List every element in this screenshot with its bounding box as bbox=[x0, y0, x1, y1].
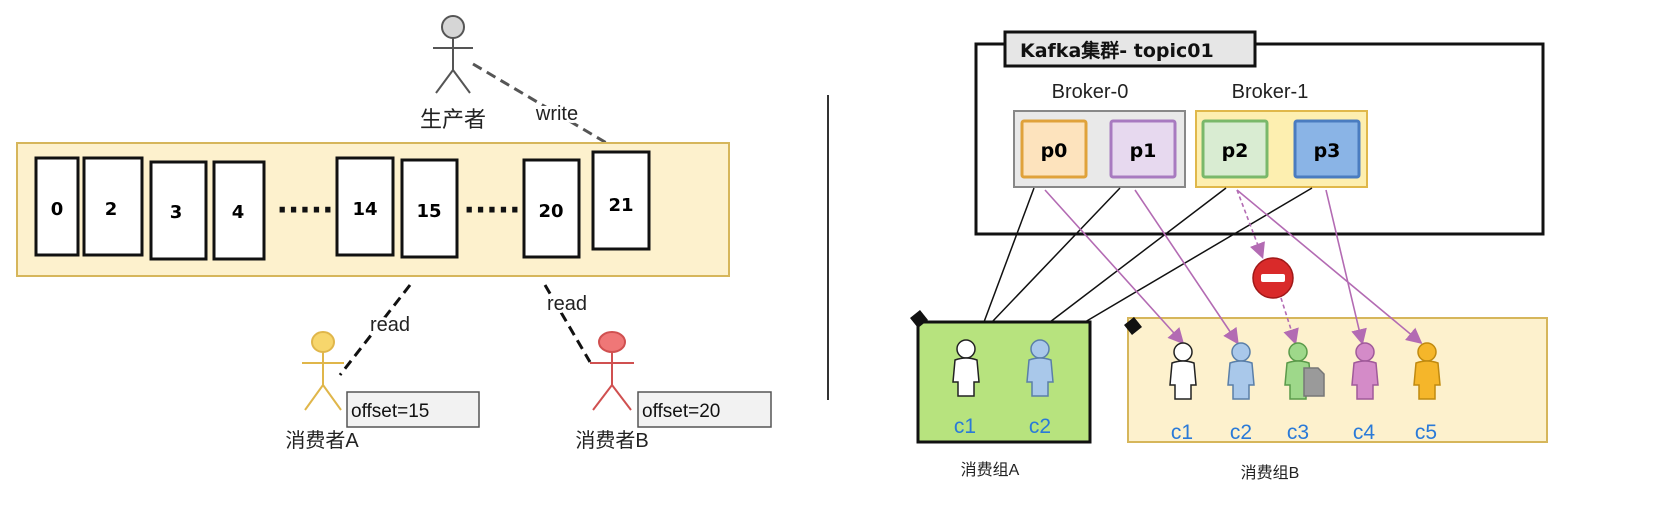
svg-text:p3: p3 bbox=[1314, 140, 1341, 162]
svg-text:20: 20 bbox=[538, 201, 563, 222]
svg-text:21: 21 bbox=[608, 195, 633, 216]
right-panel: Kafka集群- topic01 Broker-0 Broker-1 p0 p1… bbox=[910, 30, 1548, 482]
svg-text:3: 3 bbox=[170, 202, 183, 223]
write-label: write bbox=[535, 103, 578, 125]
svg-text:15: 15 bbox=[416, 201, 441, 222]
offset-box-a bbox=[346, 391, 480, 428]
cell-3: 3 bbox=[149, 160, 208, 261]
group-a-connections bbox=[983, 187, 1313, 323]
partition-p3: p3 bbox=[1293, 119, 1361, 179]
offset-a: offset=15 bbox=[351, 401, 429, 422]
svg-text:p2: p2 bbox=[1222, 140, 1249, 162]
ellipsis-1: ····· bbox=[277, 193, 334, 228]
group-a-pin-icon bbox=[910, 310, 928, 328]
cell-14: 14 bbox=[335, 156, 395, 257]
group-b-consumer-c5-icon bbox=[1413, 342, 1441, 400]
partition-p2: p2 bbox=[1201, 119, 1269, 179]
cell-21: 21 bbox=[591, 150, 651, 251]
cell-20: 20 bbox=[522, 158, 581, 259]
read-label-a: read bbox=[370, 314, 410, 336]
group-b-consumer-c2-icon bbox=[1227, 342, 1255, 400]
partition-p0: p0 bbox=[1020, 119, 1088, 179]
group-a-box bbox=[916, 320, 1092, 444]
producer-label: 生产者 bbox=[420, 107, 486, 132]
group-b-consumer-c1-label: c1 bbox=[1171, 421, 1193, 444]
consumer-a-actor bbox=[302, 331, 344, 411]
group-b-consumer-c4-icon bbox=[1351, 342, 1379, 400]
svg-text:14: 14 bbox=[352, 199, 377, 220]
group-b-box bbox=[1127, 317, 1548, 443]
group-b-consumer-c3-label: c3 bbox=[1287, 421, 1309, 444]
group-b-consumer-c5-label: c5 bbox=[1415, 421, 1437, 444]
left-panel: 生产者 write 0 2 3 4 ····· 14 15 bbox=[16, 15, 772, 452]
no-entry-icon bbox=[1252, 257, 1294, 299]
group-a-consumer-c1-icon bbox=[952, 339, 980, 397]
consumer-a-label: 消费者A bbox=[285, 429, 359, 452]
group-b-consumer-c2-label: c2 bbox=[1230, 421, 1252, 444]
cell-2: 2 bbox=[82, 156, 144, 257]
group-b-pin-icon bbox=[1124, 317, 1142, 335]
group-b-consumer-c3-icon bbox=[1284, 342, 1325, 400]
consumer-b-actor bbox=[590, 331, 634, 411]
svg-text:2: 2 bbox=[105, 199, 118, 220]
broker-0-label: Broker-0 bbox=[1052, 81, 1129, 103]
group-a-label: 消费组A bbox=[961, 461, 1020, 479]
ellipsis-2: ····· bbox=[464, 193, 521, 228]
cluster-title-tab bbox=[1003, 30, 1257, 68]
write-line bbox=[472, 62, 611, 147]
read-label-b: read bbox=[547, 293, 587, 315]
read-line-a bbox=[338, 284, 412, 376]
partition-p1: p1 bbox=[1109, 119, 1177, 179]
consumer-b-label: 消费者B bbox=[575, 429, 648, 452]
cell-0: 0 bbox=[34, 156, 80, 257]
cell-15: 15 bbox=[400, 158, 459, 259]
cell-4: 4 bbox=[212, 160, 266, 261]
offset-box-b bbox=[637, 391, 772, 428]
group-b-consumer-c4-label: c4 bbox=[1353, 421, 1376, 444]
broker-1-label: Broker-1 bbox=[1232, 81, 1309, 103]
svg-text:0: 0 bbox=[51, 199, 64, 220]
group-a-consumer-c2-icon bbox=[1026, 339, 1054, 397]
svg-text:p0: p0 bbox=[1041, 140, 1068, 162]
group-a-consumer-c1-label: c1 bbox=[954, 415, 976, 438]
cluster-title: Kafka集群- topic01 bbox=[1020, 39, 1214, 62]
svg-text:p1: p1 bbox=[1130, 140, 1157, 162]
group-b-label: 消费组B bbox=[1241, 464, 1300, 482]
offset-b: offset=20 bbox=[642, 401, 720, 422]
producer-actor bbox=[433, 15, 473, 94]
group-a-consumer-c2-label: c2 bbox=[1029, 415, 1051, 438]
group-b-consumer-c1-icon bbox=[1169, 342, 1197, 400]
assignment-arrows bbox=[1044, 189, 1423, 346]
svg-text:4: 4 bbox=[232, 202, 245, 223]
